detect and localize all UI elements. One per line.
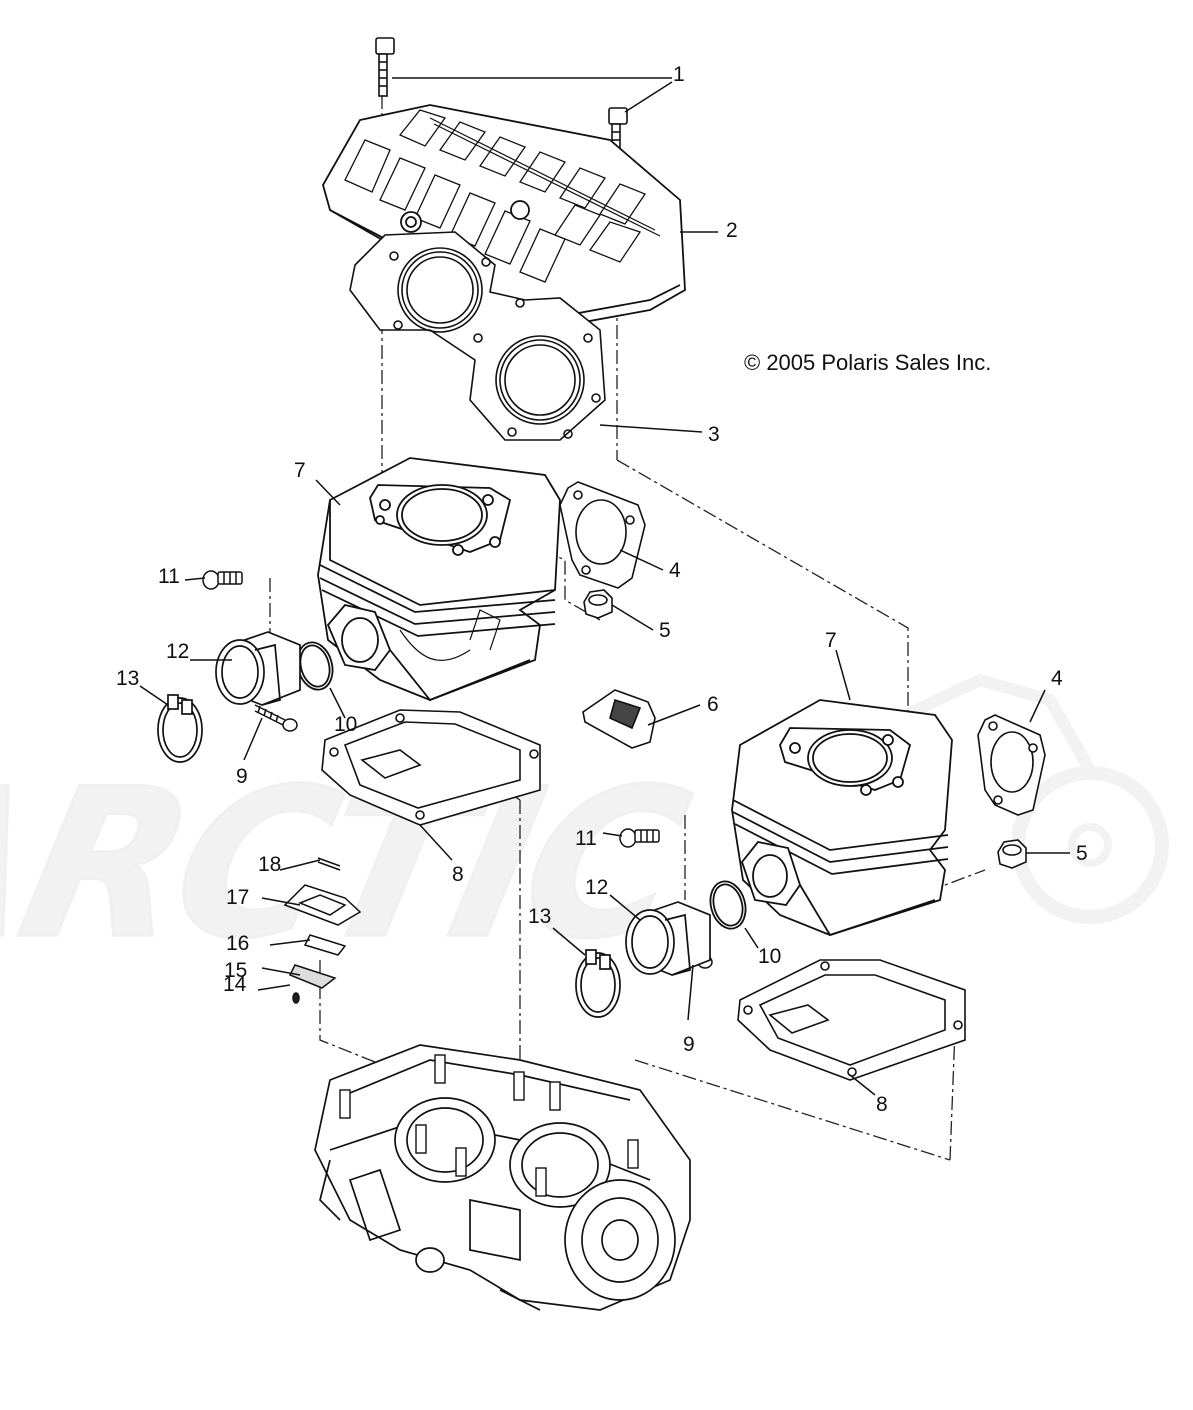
o-ring-part-10	[296, 641, 747, 930]
callout-13-right: 13	[528, 905, 552, 928]
callout-7-right: 7	[825, 629, 837, 652]
base-gasket-part-8	[321, 709, 966, 1081]
callout-4-right: 4	[1051, 667, 1063, 690]
callout-3: 3	[708, 423, 720, 446]
callout-12-right: 12	[585, 876, 609, 899]
callout-2: 2	[726, 219, 738, 242]
callout-1: 1	[673, 63, 685, 86]
callout-16: 16	[226, 932, 250, 955]
callout-10-right: 10	[758, 945, 782, 968]
callout-15: 15	[224, 959, 248, 982]
crankcase	[314, 1044, 691, 1311]
callout-4-left: 4	[669, 559, 681, 582]
callout-5-right: 5	[1076, 842, 1088, 865]
reed-valve-assembly-parts-14-18	[283, 857, 362, 1004]
intake-boot-part-12	[215, 631, 711, 976]
callout-14: 14	[223, 973, 247, 996]
clamp-part-13	[157, 694, 621, 1018]
callout-10-left: 10	[334, 713, 358, 736]
callout-7-left: 7	[294, 459, 306, 482]
callout-18: 18	[258, 853, 282, 876]
callout-9-left: 9	[236, 765, 248, 788]
head-gasket-part-3	[349, 231, 606, 441]
callout-13-left: 13	[116, 667, 140, 690]
nut-part-5	[583, 589, 1027, 869]
cylinder-part-7-left	[317, 457, 561, 702]
callout-5-left: 5	[659, 619, 671, 642]
bolt-part-1	[375, 37, 628, 161]
callout-17: 17	[226, 886, 250, 909]
exhaust-gasket-part-4	[559, 481, 1046, 816]
callout-9-right: 9	[683, 1033, 695, 1056]
callout-leader-lines	[139, 77, 1070, 1096]
callout-11-right: 11	[575, 827, 597, 850]
copyright-notice: © 2005 Polaris Sales Inc.	[744, 350, 992, 375]
callout-8-right: 8	[876, 1093, 888, 1116]
callout-11-left: 11	[158, 565, 180, 588]
callout-8-left: 8	[452, 863, 464, 886]
cylinder-part-7-right	[731, 699, 953, 937]
bracket-part-6	[582, 689, 656, 749]
bolt-part-11	[202, 570, 660, 848]
callout-12-left: 12	[166, 640, 190, 663]
callout-6: 6	[707, 693, 719, 716]
